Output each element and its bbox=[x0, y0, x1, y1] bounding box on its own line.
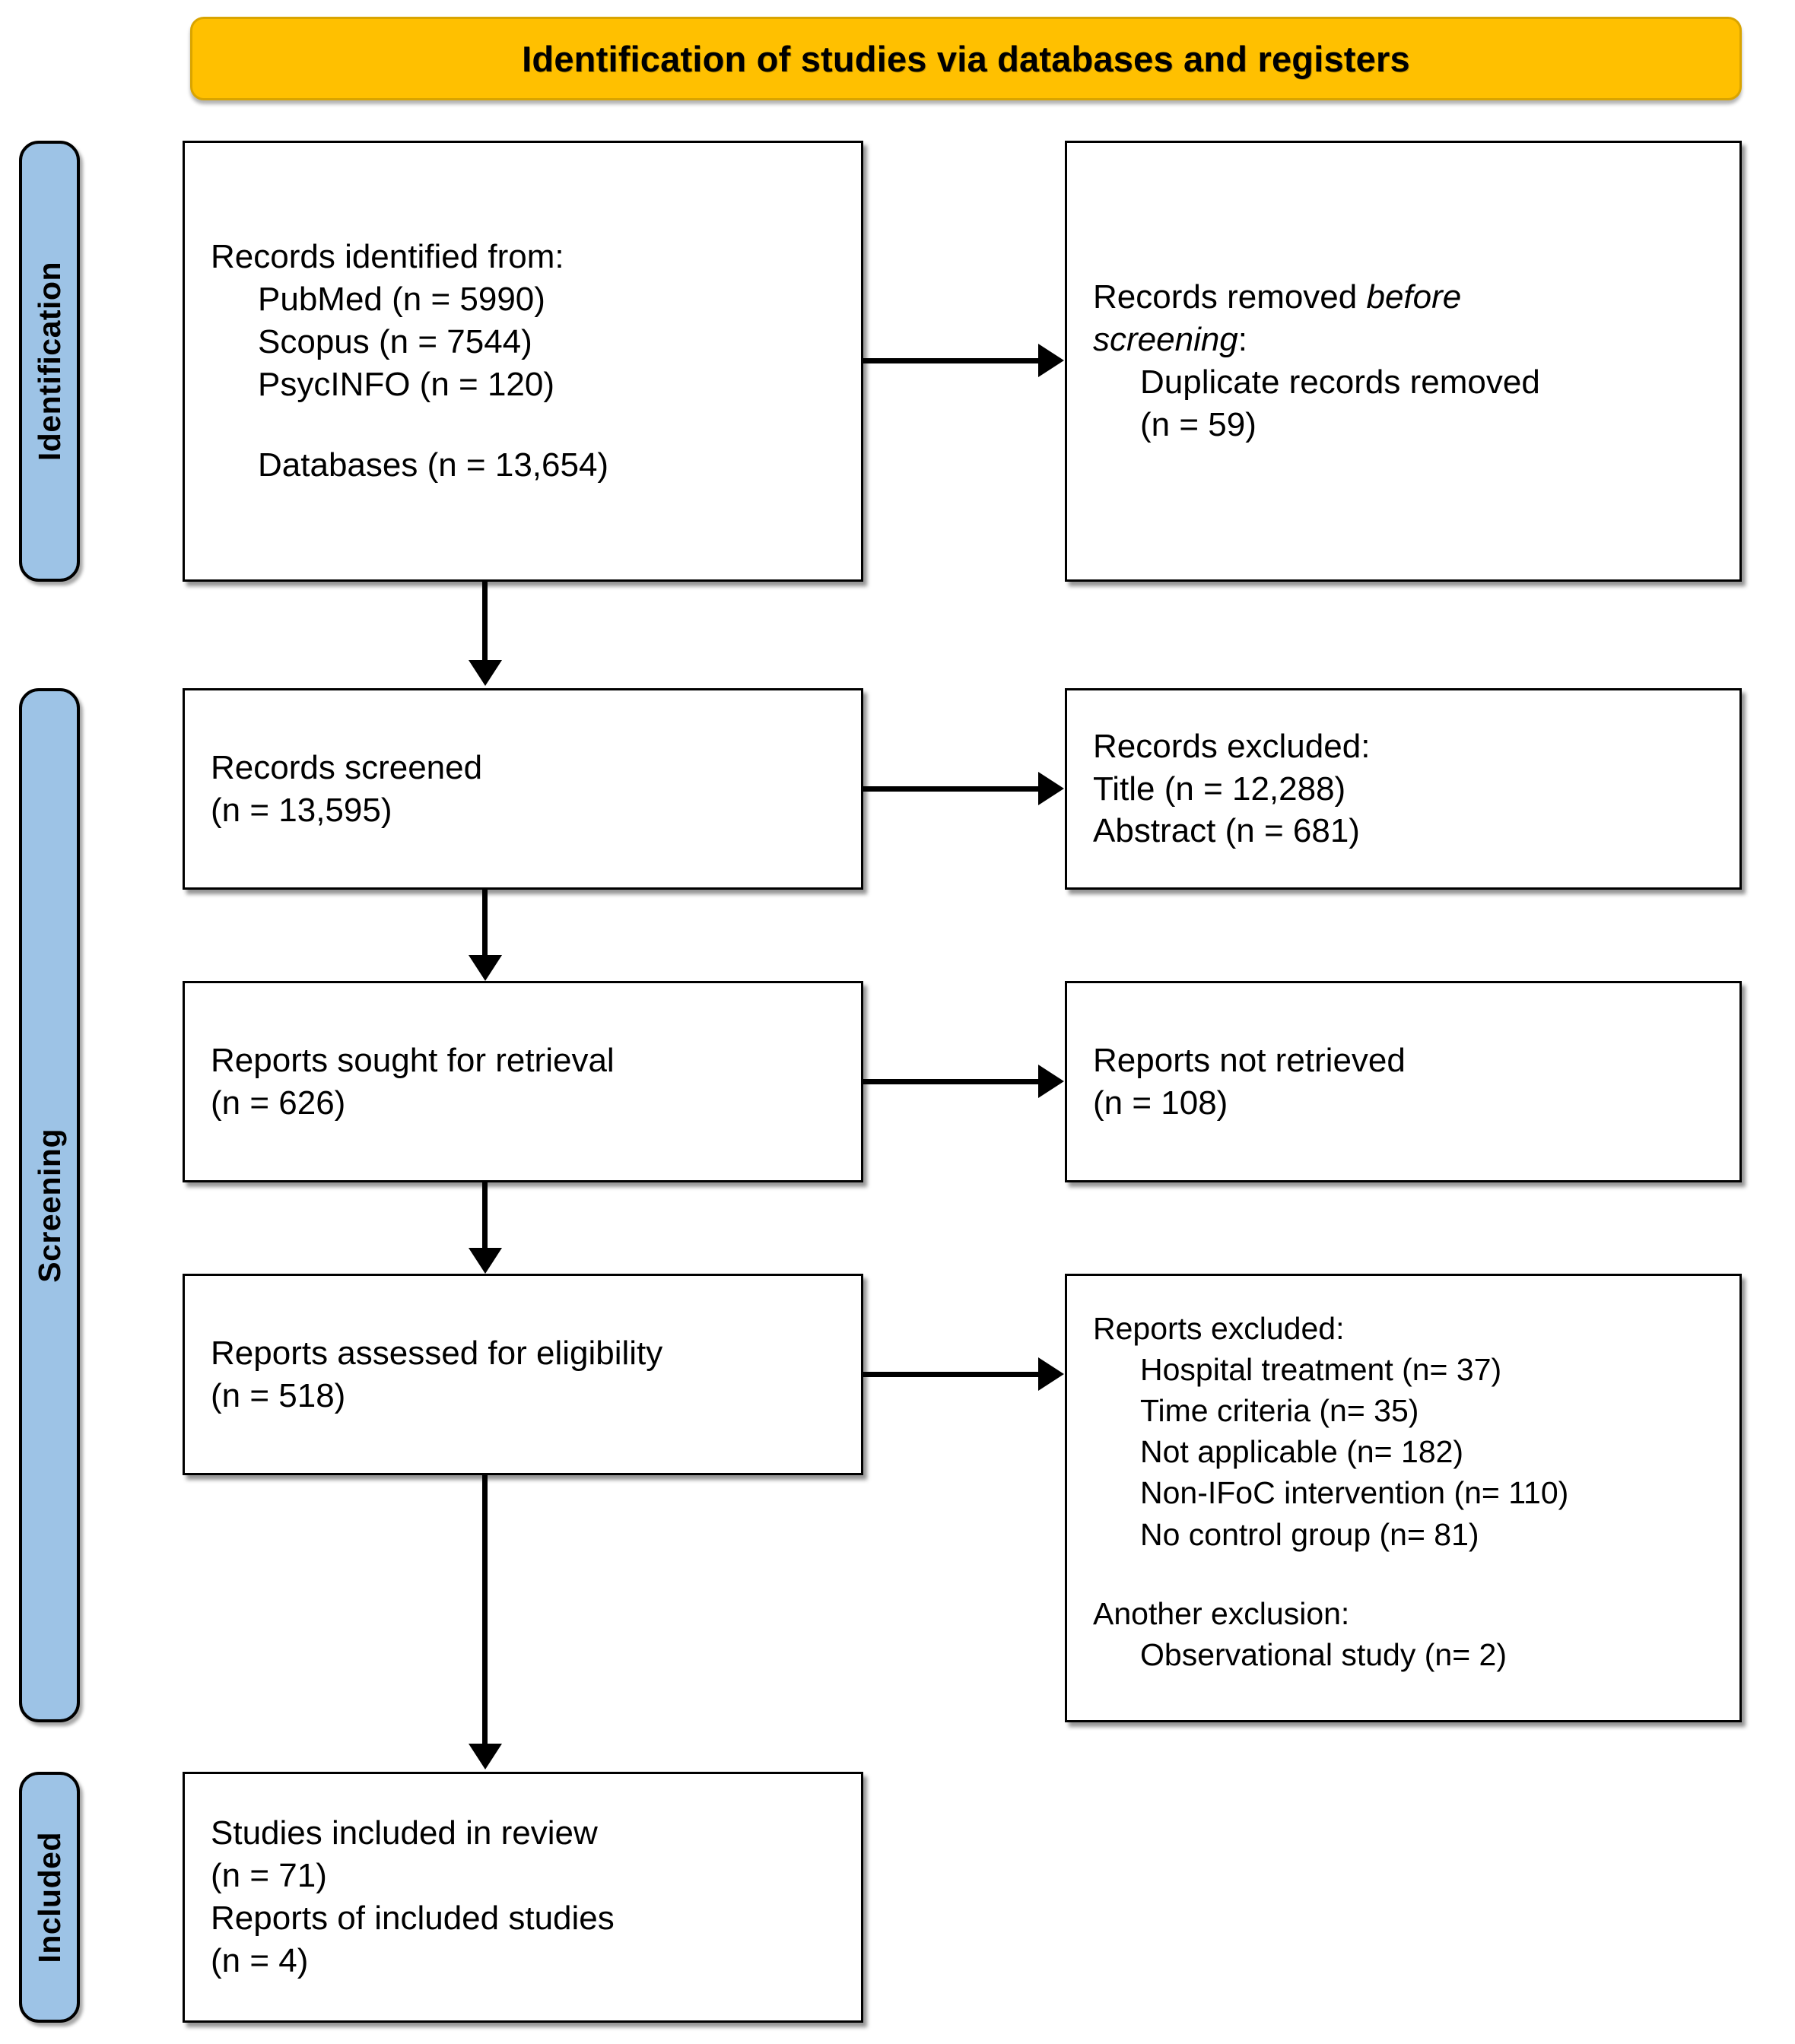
arrowhead-assessed-to-reports-excluded bbox=[1038, 1357, 1064, 1391]
records-excluded-heading: Records excluded: bbox=[1093, 727, 1371, 765]
box-studies-included: Studies included in review (n = 71) Repo… bbox=[183, 1772, 863, 2023]
connector-assessed-to-reports-excluded bbox=[863, 1372, 1038, 1377]
connector-screened-to-sought bbox=[482, 890, 488, 957]
records-screened-count: (n = 13,595) bbox=[211, 791, 392, 829]
stage-tab-included: Included bbox=[19, 1772, 80, 2023]
another-exclusion-heading: Another exclusion: bbox=[1093, 1595, 1350, 1631]
connector-sought-to-assessed bbox=[482, 1182, 488, 1249]
stage-label-screening: Screening bbox=[31, 1128, 67, 1283]
arrowhead-screened-to-sought bbox=[469, 955, 502, 981]
connector-sought-to-not-retrieved bbox=[863, 1079, 1038, 1084]
source-databases-total: Databases (n = 13,654) bbox=[258, 446, 609, 484]
reason-no-control-group: No control group (n= 81) bbox=[1140, 1516, 1479, 1552]
stage-tab-screening: Screening bbox=[19, 688, 80, 1722]
duplicate-records-removed-label: Duplicate records removed bbox=[1140, 363, 1540, 401]
spacer bbox=[211, 406, 835, 444]
records-removed-text: Records removed bbox=[1093, 278, 1367, 316]
box-reports-sought-for-retrieval: Reports sought for retrieval (n = 626) bbox=[183, 981, 863, 1182]
records-identified-heading: Records identified from: bbox=[211, 238, 564, 276]
page-title: Identification of studies via databases … bbox=[522, 38, 1410, 79]
arrowhead-sought-to-not-retrieved bbox=[1038, 1065, 1064, 1098]
box-records-screened: Records screened (n = 13,595) bbox=[183, 688, 863, 890]
arrowhead-assessed-to-included bbox=[469, 1744, 502, 1769]
studies-included-count: (n = 71) bbox=[211, 1857, 327, 1895]
reports-of-included-count: (n = 4) bbox=[211, 1941, 309, 1979]
stage-label-identification: Identification bbox=[31, 261, 67, 462]
reports-excluded-heading: Reports excluded: bbox=[1093, 1311, 1345, 1346]
duplicate-records-removed-count: (n = 59) bbox=[1140, 405, 1256, 443]
records-removed-colon: : bbox=[1237, 321, 1248, 359]
reason-time-criteria: Time criteria (n= 35) bbox=[1140, 1393, 1419, 1429]
reports-sought-count: (n = 626) bbox=[211, 1084, 346, 1122]
diagram-header-banner: Identification of studies via databases … bbox=[190, 17, 1742, 100]
source-scopus: Scopus (n = 7544) bbox=[258, 323, 532, 361]
records-removed-emphasis-screening: screening bbox=[1093, 321, 1238, 359]
reports-not-retrieved-label: Reports not retrieved bbox=[1093, 1041, 1406, 1079]
connector-screened-to-records-excluded bbox=[863, 786, 1038, 792]
reports-not-retrieved-count: (n = 108) bbox=[1093, 1084, 1228, 1122]
records-excluded-abstract: Abstract (n = 681) bbox=[1093, 812, 1360, 850]
box-reports-excluded: Reports excluded: Hospital treatment (n=… bbox=[1065, 1274, 1742, 1722]
box-reports-not-retrieved: Reports not retrieved (n = 108) bbox=[1065, 981, 1742, 1182]
box-records-removed-before-screening: Records removed before screening: Duplic… bbox=[1065, 141, 1742, 582]
records-excluded-title: Title (n = 12,288) bbox=[1093, 770, 1346, 808]
records-removed-heading-line1: Records removed before bbox=[1093, 276, 1714, 319]
arrowhead-identified-to-screened bbox=[469, 660, 502, 686]
source-psycinfo: PsycINFO (n = 120) bbox=[258, 365, 555, 403]
reason-not-applicable: Not applicable (n= 182) bbox=[1140, 1434, 1464, 1470]
stage-tab-identification: Identification bbox=[19, 141, 80, 582]
studies-included-label: Studies included in review bbox=[211, 1814, 598, 1852]
stage-label-included: Included bbox=[31, 1831, 67, 1963]
connector-identified-to-removed bbox=[863, 358, 1038, 363]
arrowhead-identified-to-removed bbox=[1038, 344, 1064, 377]
records-screened-label: Records screened bbox=[211, 748, 483, 786]
reports-sought-label: Reports sought for retrieval bbox=[211, 1041, 615, 1079]
box-reports-assessed-for-eligibility: Reports assessed for eligibility (n = 51… bbox=[183, 1274, 863, 1475]
reason-hospital-treatment: Hospital treatment (n= 37) bbox=[1140, 1352, 1502, 1388]
reports-of-included-label: Reports of included studies bbox=[211, 1900, 615, 1937]
reason-observational-study: Observational study (n= 2) bbox=[1140, 1636, 1507, 1672]
box-records-identified: Records identified from: PubMed (n = 599… bbox=[183, 141, 863, 582]
box-records-excluded: Records excluded: Title (n = 12,288) Abs… bbox=[1065, 688, 1742, 890]
arrowhead-screened-to-records-excluded bbox=[1038, 772, 1064, 805]
reason-non-ifoc-intervention: Non-IFoC intervention (n= 110) bbox=[1140, 1475, 1569, 1511]
spacer bbox=[1093, 1555, 1714, 1593]
connector-identified-to-screened bbox=[482, 582, 488, 662]
arrowhead-sought-to-assessed bbox=[469, 1248, 502, 1274]
records-removed-heading-line2: screening: bbox=[1093, 319, 1714, 361]
connector-assessed-to-included bbox=[482, 1475, 488, 1745]
reports-assessed-label: Reports assessed for eligibility bbox=[211, 1334, 663, 1372]
reports-assessed-count: (n = 518) bbox=[211, 1376, 346, 1414]
records-removed-emphasis-before: before bbox=[1366, 278, 1462, 316]
source-pubmed: PubMed (n = 5990) bbox=[258, 281, 545, 319]
